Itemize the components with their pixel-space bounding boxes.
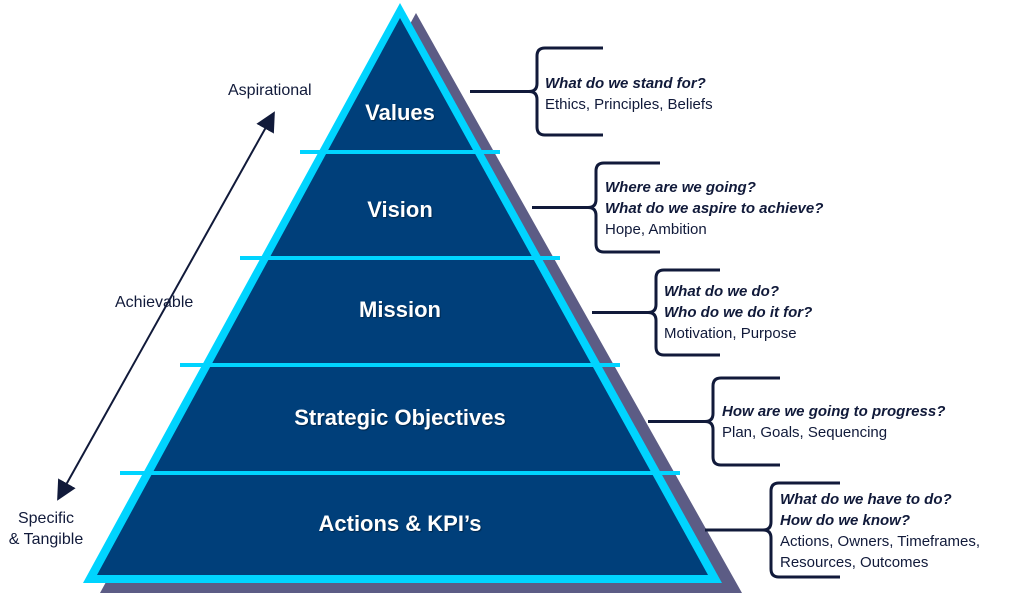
mission-note: What do we do? Who do we do it for? Moti… (664, 281, 812, 344)
detail: Plan, Goals, Sequencing (722, 424, 888, 441)
detail: Motivation, Purpose (664, 325, 797, 342)
braces (470, 46, 840, 579)
tier-strategic-objectives: Strategic Objectives (294, 405, 506, 430)
detail: Ethics, Principles, Beliefs (545, 96, 713, 113)
detail: Actions, Owners, Timeframes, (780, 533, 981, 550)
label-tangible: & Tangible (8, 531, 84, 548)
tier-mission: Mission (359, 297, 441, 322)
label-specific: Specific (17, 510, 75, 527)
question: How are we going to progress? (722, 403, 946, 420)
tier-vision: Vision (367, 197, 433, 222)
strategic-objectives-note: How are we going to progress? Plan, Goal… (722, 401, 945, 443)
actions-kpis-note: What do we have to do? How do we know? A… (780, 489, 980, 573)
question: What do we aspire to achieve? (605, 200, 824, 217)
values-note: What do we stand for? Ethics, Principles… (545, 73, 713, 115)
tier-actions-kpis: Actions & KPI’s (318, 511, 482, 536)
tier-values: Values (365, 100, 435, 125)
label-achievable: Achievable (115, 294, 194, 311)
brace-4 (705, 481, 840, 579)
question: What do we do? (664, 283, 779, 300)
detail: Hope, Ambition (605, 221, 707, 238)
brace-3 (648, 376, 780, 467)
question: Where are we going? (605, 179, 756, 196)
brace-1 (532, 161, 660, 254)
detail: Resources, Outcomes (780, 554, 929, 571)
label-specific-tangible: Specific & Tangible (6, 508, 86, 550)
question: How do we know? (780, 512, 910, 529)
question: What do we stand for? (545, 75, 706, 92)
brace-2 (592, 268, 720, 357)
vision-note: Where are we going? What do we aspire to… (605, 177, 823, 240)
brace-0 (470, 46, 603, 137)
label-aspirational: Aspirational (228, 82, 312, 99)
question: Who do we do it for? (664, 304, 813, 321)
scale-arrow (57, 111, 275, 501)
question: What do we have to do? (780, 491, 952, 508)
